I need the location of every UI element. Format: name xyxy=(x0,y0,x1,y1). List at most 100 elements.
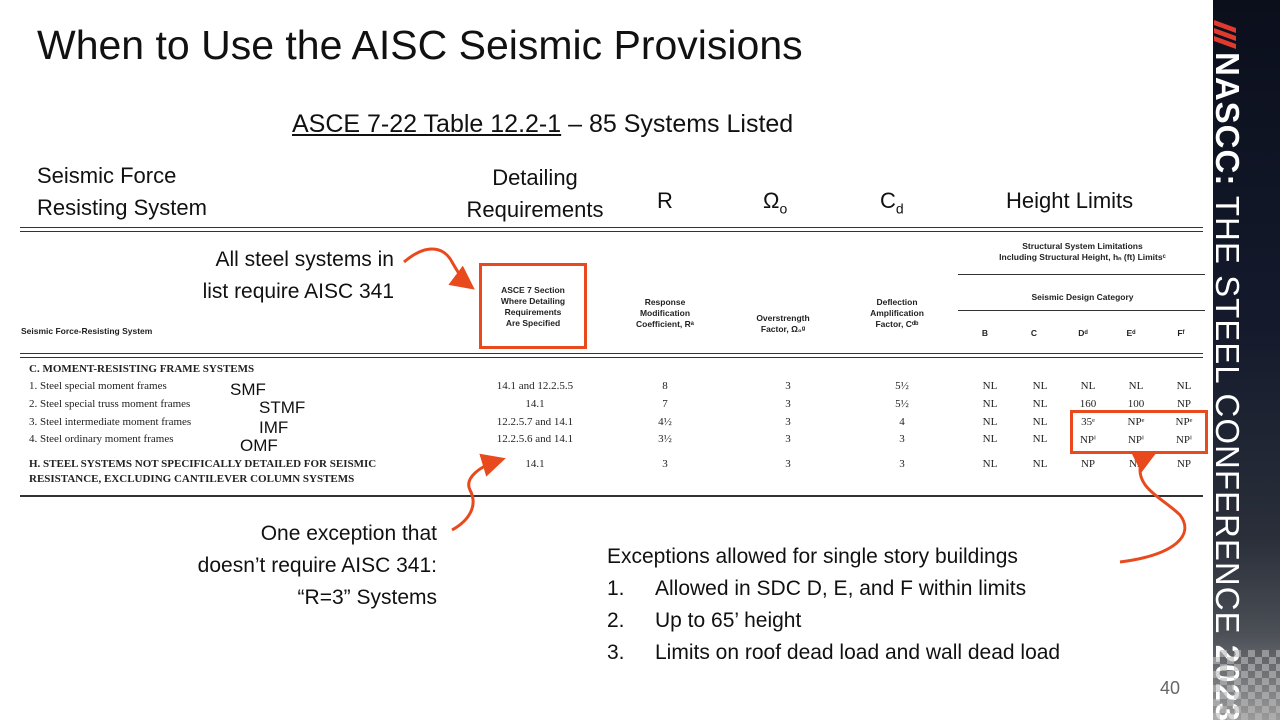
limits-header-line: Including Structural Height, hₙ (ft) Lim… xyxy=(999,252,1166,262)
table-header-system: Seismic Force-Resisting System xyxy=(21,326,153,336)
list-number: 1. xyxy=(607,577,625,600)
table-row-label: 2. Steel special truss moment frames xyxy=(29,398,191,410)
sdc-rule xyxy=(958,310,1205,311)
section-h-heading-line1: H. STEEL SYSTEMS NOT SPECIFICALLY DETAIL… xyxy=(29,458,377,470)
section-c-heading: C. MOMENT-RESISTING FRAME SYSTEMS xyxy=(29,363,255,375)
section-header-line: Where Detailing xyxy=(500,296,566,306)
header-omega-sub: o xyxy=(779,200,788,217)
table-cell-c: NL xyxy=(1032,380,1048,392)
abbr-smf: SMF xyxy=(230,380,266,399)
table-cell-f: NPᵉ xyxy=(1175,416,1193,428)
table-cell-r: 7 xyxy=(662,398,668,410)
table-cell-omega: 3 xyxy=(785,380,791,392)
header-rule-top xyxy=(20,227,1203,228)
conference-sidebar: NASCC: THE STEEL CONFERENCE 2023 xyxy=(1213,0,1280,720)
table-cell-f: NPⁱ xyxy=(1175,434,1193,446)
header-omega: Ωo xyxy=(763,185,787,224)
table-header-section: ASCE 7 Section Where Detailing Requireme… xyxy=(486,285,580,329)
table-cell-d: 160 xyxy=(1079,398,1097,410)
overstrength-header-line: Factor, Ω₀ᵍ xyxy=(760,324,806,334)
response-header-line: Coefficient, Rᵃ xyxy=(636,319,694,329)
overstrength-header-line: Overstrength xyxy=(756,313,810,323)
table-cell-b: NL xyxy=(982,433,998,445)
table-row-label: 4. Steel ordinary moment frames xyxy=(29,433,174,445)
table-cell-d: NL xyxy=(1080,380,1096,392)
header-system-line1: Seismic Force xyxy=(37,163,177,188)
table-cell-section: 12.2.5.6 and 14.1 xyxy=(496,433,574,445)
single-story-item: 1. Allowed in SDC D, E, and F within limi… xyxy=(607,573,1060,605)
table-cell-omega: 3 xyxy=(785,433,791,445)
section-header-line: Requirements xyxy=(504,307,562,317)
abbr-imf: IMF xyxy=(259,418,289,437)
abbr-omf: OMF xyxy=(240,436,278,455)
list-number: 2. xyxy=(607,609,625,632)
conference-branding: NASCC: THE STEEL CONFERENCE 2023 xyxy=(1213,19,1246,720)
table-cell-d: 35ᵉ xyxy=(1081,416,1095,428)
response-header-line: Modification xyxy=(639,308,691,318)
table-cell-r: 3½ xyxy=(658,433,672,445)
table-cell-section: 14.1 xyxy=(525,458,545,470)
table-cell-f: NP xyxy=(1176,458,1192,470)
header-rule-bottom xyxy=(20,231,1203,232)
table-cell-omega: 3 xyxy=(785,458,791,470)
header-system-line2: Resisting System xyxy=(37,195,207,220)
table-rule-bottom xyxy=(20,357,1203,358)
table-cell-section: 14.1 xyxy=(525,398,545,410)
arrow-to-detailing xyxy=(403,247,475,290)
table-header-sdc: Seismic Design Category xyxy=(1031,292,1134,302)
header-detailing-line2: Requirements xyxy=(466,197,604,222)
table-cell-omega: 3 xyxy=(785,416,791,428)
category-b: B xyxy=(981,328,989,338)
single-story-item: 3. Limits on roof dead load and wall dead… xyxy=(607,637,1060,669)
table-cell-d: NP xyxy=(1080,458,1096,470)
annotation-exception-line2: doesn’t require AISC 341: xyxy=(197,554,437,577)
section-header-line: Are Specified xyxy=(505,318,561,328)
detailing-column-highlight xyxy=(479,263,587,349)
table-cell-c: NL xyxy=(1032,398,1048,410)
table-header-limits: Structural System Limitations Including … xyxy=(960,241,1205,263)
table-cell-cd: 3 xyxy=(899,458,905,470)
list-text: Limits on roof dead load and wall dead l… xyxy=(655,641,1061,664)
table-cell-r: 3 xyxy=(662,458,668,470)
single-story-title: Exceptions allowed for single story buil… xyxy=(607,545,1018,568)
header-cd: Cd xyxy=(880,185,904,224)
list-text: Up to 65’ height xyxy=(655,609,802,632)
page-number: 40 xyxy=(1160,678,1181,698)
table-header-response: Response Modification Coefficient, Rᵃ xyxy=(620,297,710,330)
table-cell-e: 100 xyxy=(1127,398,1145,410)
table-cell-b: NL xyxy=(982,380,998,392)
table-cell-e: NPⁱ xyxy=(1127,434,1145,446)
table-bottom-rule xyxy=(20,495,1203,497)
systems-count: – 85 Systems Listed xyxy=(561,110,794,138)
annotation-all-steel: All steel systems in list require AISC 3… xyxy=(168,244,394,308)
arrow-to-height-box xyxy=(1119,451,1187,564)
table-cell-r: 4½ xyxy=(658,416,672,428)
annotation-exception-line1: One exception that xyxy=(260,522,437,545)
brand-name: NASCC: xyxy=(1213,52,1246,187)
table-cell-c: NL xyxy=(1032,416,1048,428)
limits-header-line: Structural System Limitations xyxy=(1022,241,1143,251)
list-text: Allowed in SDC D, E, and F within limits xyxy=(655,577,1027,600)
table-row-label: 3. Steel intermediate moment frames xyxy=(29,416,192,428)
table-cell-b: NL xyxy=(982,458,998,470)
annotation-exception-line3: “R=3” Systems xyxy=(297,586,437,609)
table-header-overstrength: Overstrength Factor, Ω₀ᵍ xyxy=(738,313,828,335)
table-cell-cd: 4 xyxy=(899,416,905,428)
list-number: 3. xyxy=(607,641,625,664)
response-header-line: Response xyxy=(644,297,686,307)
table-cell-d: NPⁱ xyxy=(1079,434,1097,446)
annotation-single-story: Exceptions allowed for single story buil… xyxy=(607,541,1060,669)
table-header-deflection: Deflection Amplification Factor, Cᵈᵇ xyxy=(852,297,942,330)
table-cell-cd: 5½ xyxy=(895,398,909,410)
table-cell-cd: 5½ xyxy=(895,380,909,392)
header-cd-sub: d xyxy=(895,200,904,217)
deflection-header-line: Deflection xyxy=(876,297,918,307)
height-limit-highlight xyxy=(1070,410,1208,454)
table-rule-top xyxy=(20,353,1203,354)
table-cell-e: NPᵉ xyxy=(1127,416,1145,428)
table-row-label: 1. Steel special moment frames xyxy=(29,380,167,392)
header-cd-symbol: C xyxy=(880,188,896,213)
table-cell-r: 8 xyxy=(662,380,668,392)
table-cell-b: NL xyxy=(982,416,998,428)
table-cell-omega: 3 xyxy=(785,398,791,410)
